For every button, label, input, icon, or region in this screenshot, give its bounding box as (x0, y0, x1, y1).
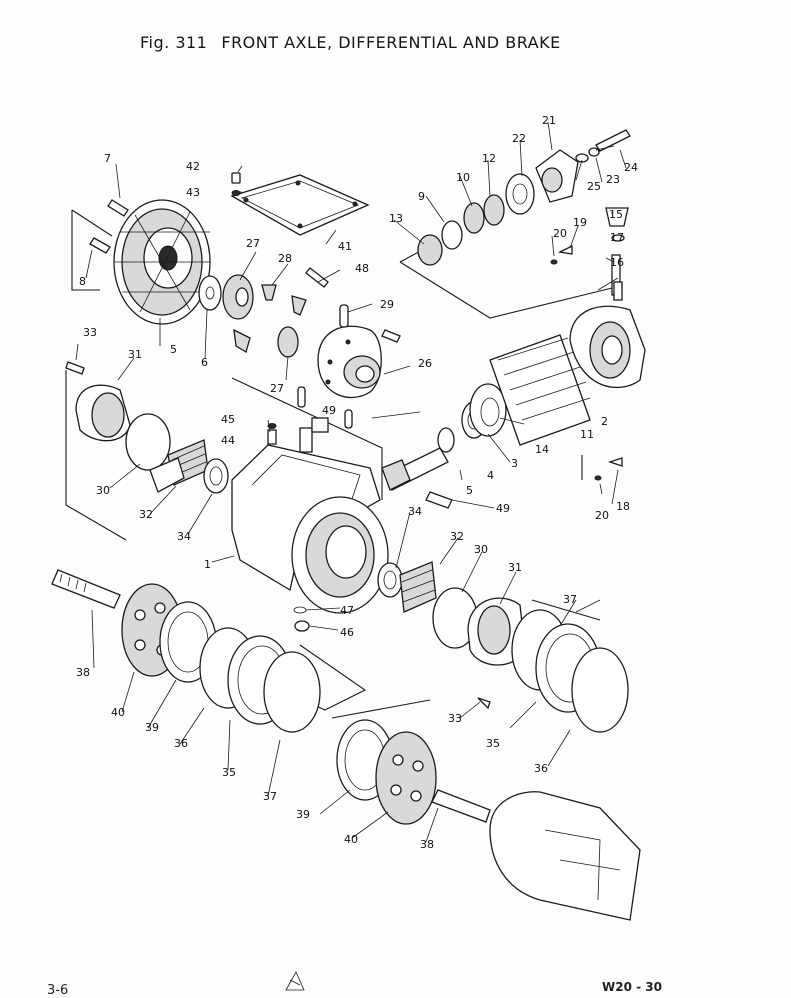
drawing-artwork (51, 121, 646, 921)
callout-27-top: 27 (246, 237, 260, 250)
callout-12: 12 (482, 152, 496, 165)
callout-17: 17 (610, 231, 624, 244)
differential-case (317, 325, 382, 399)
callout-44: 44 (221, 434, 235, 447)
callout-43: 43 (186, 186, 200, 199)
callout-7: 7 (104, 152, 111, 165)
callout-22: 22 (512, 132, 526, 145)
callout-23: 23 (606, 173, 620, 186)
callout-20-top: 20 (553, 227, 567, 240)
ring-gear (113, 199, 211, 325)
callout-33-top: 33 (83, 326, 97, 339)
callout-49-top: 49 (322, 404, 336, 417)
callout-35-right: 35 (486, 737, 500, 750)
callout-31-right: 31 (508, 561, 522, 574)
callout-42: 42 (186, 160, 200, 173)
callout-15: 15 (609, 208, 623, 221)
callout-27-bottom: 27 (270, 382, 284, 395)
transmission-housing (489, 791, 641, 921)
callout-2: 2 (601, 415, 608, 428)
callout-38-left: 38 (76, 666, 90, 679)
callout-49-bottom: 49 (496, 502, 510, 515)
callout-33-bottom: 33 (448, 712, 462, 725)
callout-32-right: 32 (450, 530, 464, 543)
callout-28: 28 (278, 252, 292, 265)
callout-34-left: 34 (177, 530, 191, 543)
callout-9: 9 (418, 190, 425, 203)
callout-labels: 1 2 3 4 5 5 6 7 8 9 10 11 12 13 14 15 16… (76, 114, 638, 851)
callout-5-ring-gear: 5 (170, 343, 177, 356)
callout-37-left: 37 (263, 790, 277, 803)
callout-34-right: 34 (408, 505, 422, 518)
callout-30-left: 30 (96, 484, 110, 497)
left-axle-shaft (51, 569, 121, 609)
callout-10: 10 (456, 171, 470, 184)
callout-6: 6 (201, 356, 208, 369)
callout-41: 41 (338, 240, 352, 253)
scan-stamp-mark (285, 971, 305, 991)
callout-36-left: 36 (174, 737, 188, 750)
callout-13: 13 (389, 212, 403, 225)
callout-32-left: 32 (139, 508, 153, 521)
callout-35-left: 35 (222, 766, 236, 779)
callout-26: 26 (418, 357, 432, 370)
callout-48: 48 (355, 262, 369, 275)
callout-11: 11 (580, 428, 594, 441)
callout-8: 8 (79, 275, 86, 288)
wet-brake-discs (489, 334, 591, 446)
callout-1: 1 (204, 558, 211, 571)
figure-caption: FRONT AXLE, DIFFERENTIAL AND BRAKE (221, 33, 561, 52)
callout-38-right: 38 (420, 838, 434, 851)
callout-25: 25 (587, 180, 601, 193)
callout-39-right: 39 (296, 808, 310, 821)
callout-40-left: 40 (111, 706, 125, 719)
callout-14: 14 (535, 443, 549, 456)
page-number: 3-6 (47, 983, 69, 998)
cover-plate (230, 174, 370, 236)
document-code: W20 - 30 (602, 980, 662, 994)
callout-19: 19 (573, 216, 587, 229)
callout-47: 47 (340, 604, 354, 617)
callout-3: 3 (511, 457, 518, 470)
callout-4: 4 (487, 469, 494, 482)
callout-40-right: 40 (344, 833, 358, 846)
callout-29: 29 (380, 298, 394, 311)
callout-18: 18 (616, 500, 630, 513)
callout-31-left: 31 (128, 348, 142, 361)
callout-21: 21 (542, 114, 556, 127)
callout-46: 46 (340, 626, 354, 639)
callout-5-pinion: 5 (466, 484, 473, 497)
callout-45: 45 (221, 413, 235, 426)
figure-number: Fig. 311 (140, 33, 208, 52)
callout-36-right: 36 (534, 762, 548, 775)
brake-disc-right (375, 731, 437, 825)
figure-title: Fig. 311 FRONT AXLE, DIFFERENTIAL AND BRA… (140, 33, 561, 52)
right-axle-shaft (431, 789, 491, 823)
callout-39-left: 39 (145, 721, 159, 734)
callout-16: 16 (610, 256, 624, 269)
callout-20-bottom: 20 (595, 509, 609, 522)
callout-30-right: 30 (474, 543, 488, 556)
axle-housing (231, 417, 389, 614)
callout-37-right: 37 (563, 593, 577, 606)
callout-24: 24 (624, 161, 638, 174)
